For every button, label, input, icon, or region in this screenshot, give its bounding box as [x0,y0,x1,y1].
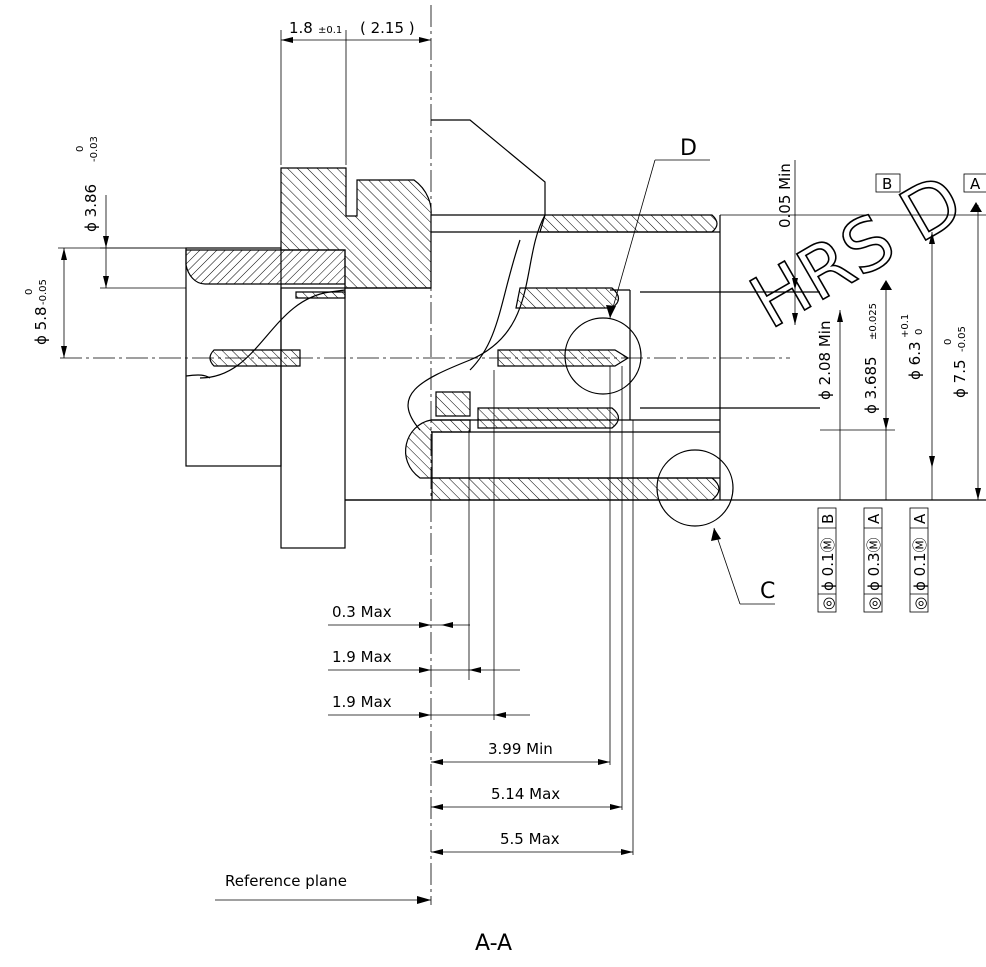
section-label: A-A [475,931,512,956]
hatched-housing-wall [404,419,471,479]
datum-a-label: A [970,175,981,193]
dim-dia-3685: ϕ 3.685 [862,356,880,414]
dim-dia-386-upper: 0 [75,146,86,152]
dim-dia-63-lower: 0 [914,329,925,335]
hatched-shell-top [539,214,718,233]
datum-b-label: B [882,175,892,193]
dim-top-gap: ( 2.15 ) [360,19,415,37]
hatched-shell-bottom [431,477,720,501]
dim-dia-75-lower: -0.05 [957,326,968,352]
tol-3-datum: A [911,513,929,524]
dim-dia-208: ϕ 2.08 Min [816,321,834,400]
hatched-pin-center [497,349,630,367]
dim-min-005: 0.05 Min [776,163,794,228]
hatched-pin-left [209,349,301,367]
dim-dia-75-upper: 0 [943,339,954,345]
tolerance-frame-1: ◎ ϕ 0.1Ⓜ B [817,507,837,613]
dim-max-19a: 1.9 Max [332,648,392,666]
detail-d-label: D [680,136,697,161]
hatched-contact-left [185,249,346,285]
tolerance-frame-2: ◎ ϕ 0.3Ⓜ A [863,507,883,613]
dim-max-514: 5.14 Max [491,785,560,803]
dim-max-03: 0.3 Max [332,603,392,621]
dim-dia-58-upper: 0 [24,289,35,295]
dim-dia-63-upper: +0.1 [900,314,911,338]
tolerance-frame-3: ◎ ϕ 0.1Ⓜ A [909,507,929,613]
tol-3-symbol: ◎ [911,597,929,610]
hatched-washer-left [295,291,346,299]
tol-1-value: ϕ 0.1Ⓜ [819,537,837,591]
tol-1-symbol: ◎ [819,597,837,610]
dim-top-thickness-tol: ±0.1 [318,25,342,36]
tol-3-value: ϕ 0.1Ⓜ [911,537,929,591]
dim-dia-386: ϕ 3.86 [82,184,100,232]
dim-max-55: 5.5 Max [500,830,560,848]
dim-dia-3685-tol: ±0.025 [868,303,879,340]
dim-top-thickness: 1.8 [289,19,313,37]
detail-c-label: C [760,579,775,604]
dim-dia-386-lower: -0.03 [89,136,100,162]
tol-2-symbol: ◎ [865,597,883,610]
dim-dia-75: ϕ 7.5 [951,359,969,398]
detail-c-circle [656,449,734,527]
tol-2-value: ϕ 0.3Ⓜ [865,537,883,591]
tol-2-datum: A [865,513,883,524]
hatched-contact-upper [515,287,620,309]
hatched-ring-left [280,167,432,289]
dim-dia-58-lower: -0.05 [38,279,49,305]
dim-min-399: 3.99 Min [488,740,553,758]
dim-dia-63: ϕ 6.3 [906,341,924,380]
tol-1-datum: B [819,514,837,524]
dim-max-19b: 1.9 Max [332,693,392,711]
watermark-text: HRS D [737,158,977,345]
hatched-contact-lower [477,407,620,429]
hatched-small-insert [435,391,471,417]
reference-plane-label: Reference plane [225,872,347,890]
detail-d-circle [564,317,642,395]
dim-dia-58: ϕ 5.8 [32,306,50,345]
